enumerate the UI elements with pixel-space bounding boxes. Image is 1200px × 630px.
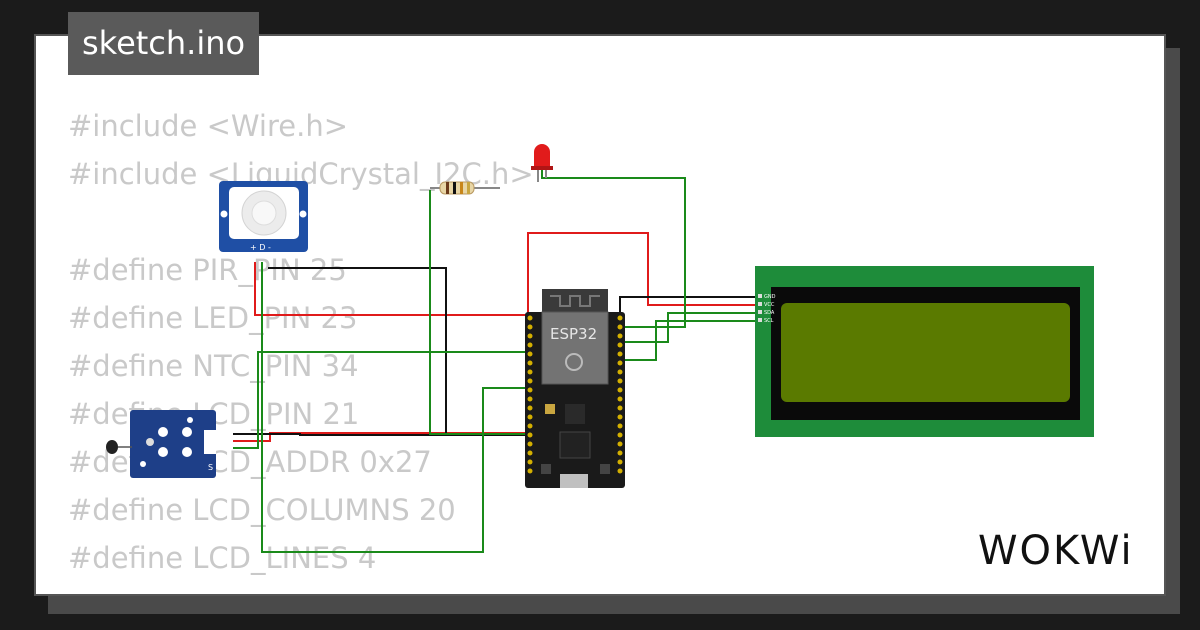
file-tab[interactable]: sketch.ino (68, 12, 260, 75)
ntc-pin-label: S (208, 463, 213, 472)
wire-red (233, 432, 528, 442)
led (531, 144, 553, 182)
code-line: #include <Wire.h> (68, 109, 349, 143)
lcd-pin-sda: SDA (764, 310, 775, 316)
esp32-pins-right (617, 315, 623, 474)
esp32-board: ESP32 (525, 289, 625, 488)
wire-green (541, 170, 686, 328)
wire-green (261, 262, 528, 553)
lcd-pin-gnd: GND (764, 294, 776, 300)
lcd-pin-vcc: VCC (764, 302, 775, 308)
resistor (430, 181, 500, 195)
code-line: #define LCD_COLUMNS 20 (68, 493, 456, 527)
wire-green (233, 351, 528, 449)
esp32-label: ESP32 (550, 325, 597, 343)
code-line: #include <LiquidCrystal_I2C.h> (68, 157, 534, 191)
wokwi-logo: WOKWi (978, 528, 1134, 574)
esp32-pins-left (527, 315, 533, 474)
pir-pin-labels: + D - (250, 243, 271, 252)
code-line: #define NTC_PIN 34 (68, 349, 359, 383)
pir-sensor: + D - (219, 181, 308, 252)
wire-green (620, 312, 762, 343)
wire-red (254, 262, 528, 316)
ntc-sensor: S (106, 410, 216, 478)
code-line: #define LED_PIN 23 (68, 301, 358, 335)
lcd-pin-scl: SCL (764, 318, 774, 324)
wire-black (619, 296, 762, 320)
wire-green (429, 190, 528, 435)
lcd-display: GND VCC SDA SCL (755, 266, 1094, 437)
wires (233, 170, 762, 553)
code-line: #define LCD_LINES 4 (68, 541, 377, 575)
wire-black (233, 433, 528, 436)
code-background: #include <Wire.h> #include <LiquidCrysta… (68, 102, 668, 582)
wire-green (620, 320, 762, 361)
code-line: #define PIR_PIN 25 (68, 253, 347, 287)
